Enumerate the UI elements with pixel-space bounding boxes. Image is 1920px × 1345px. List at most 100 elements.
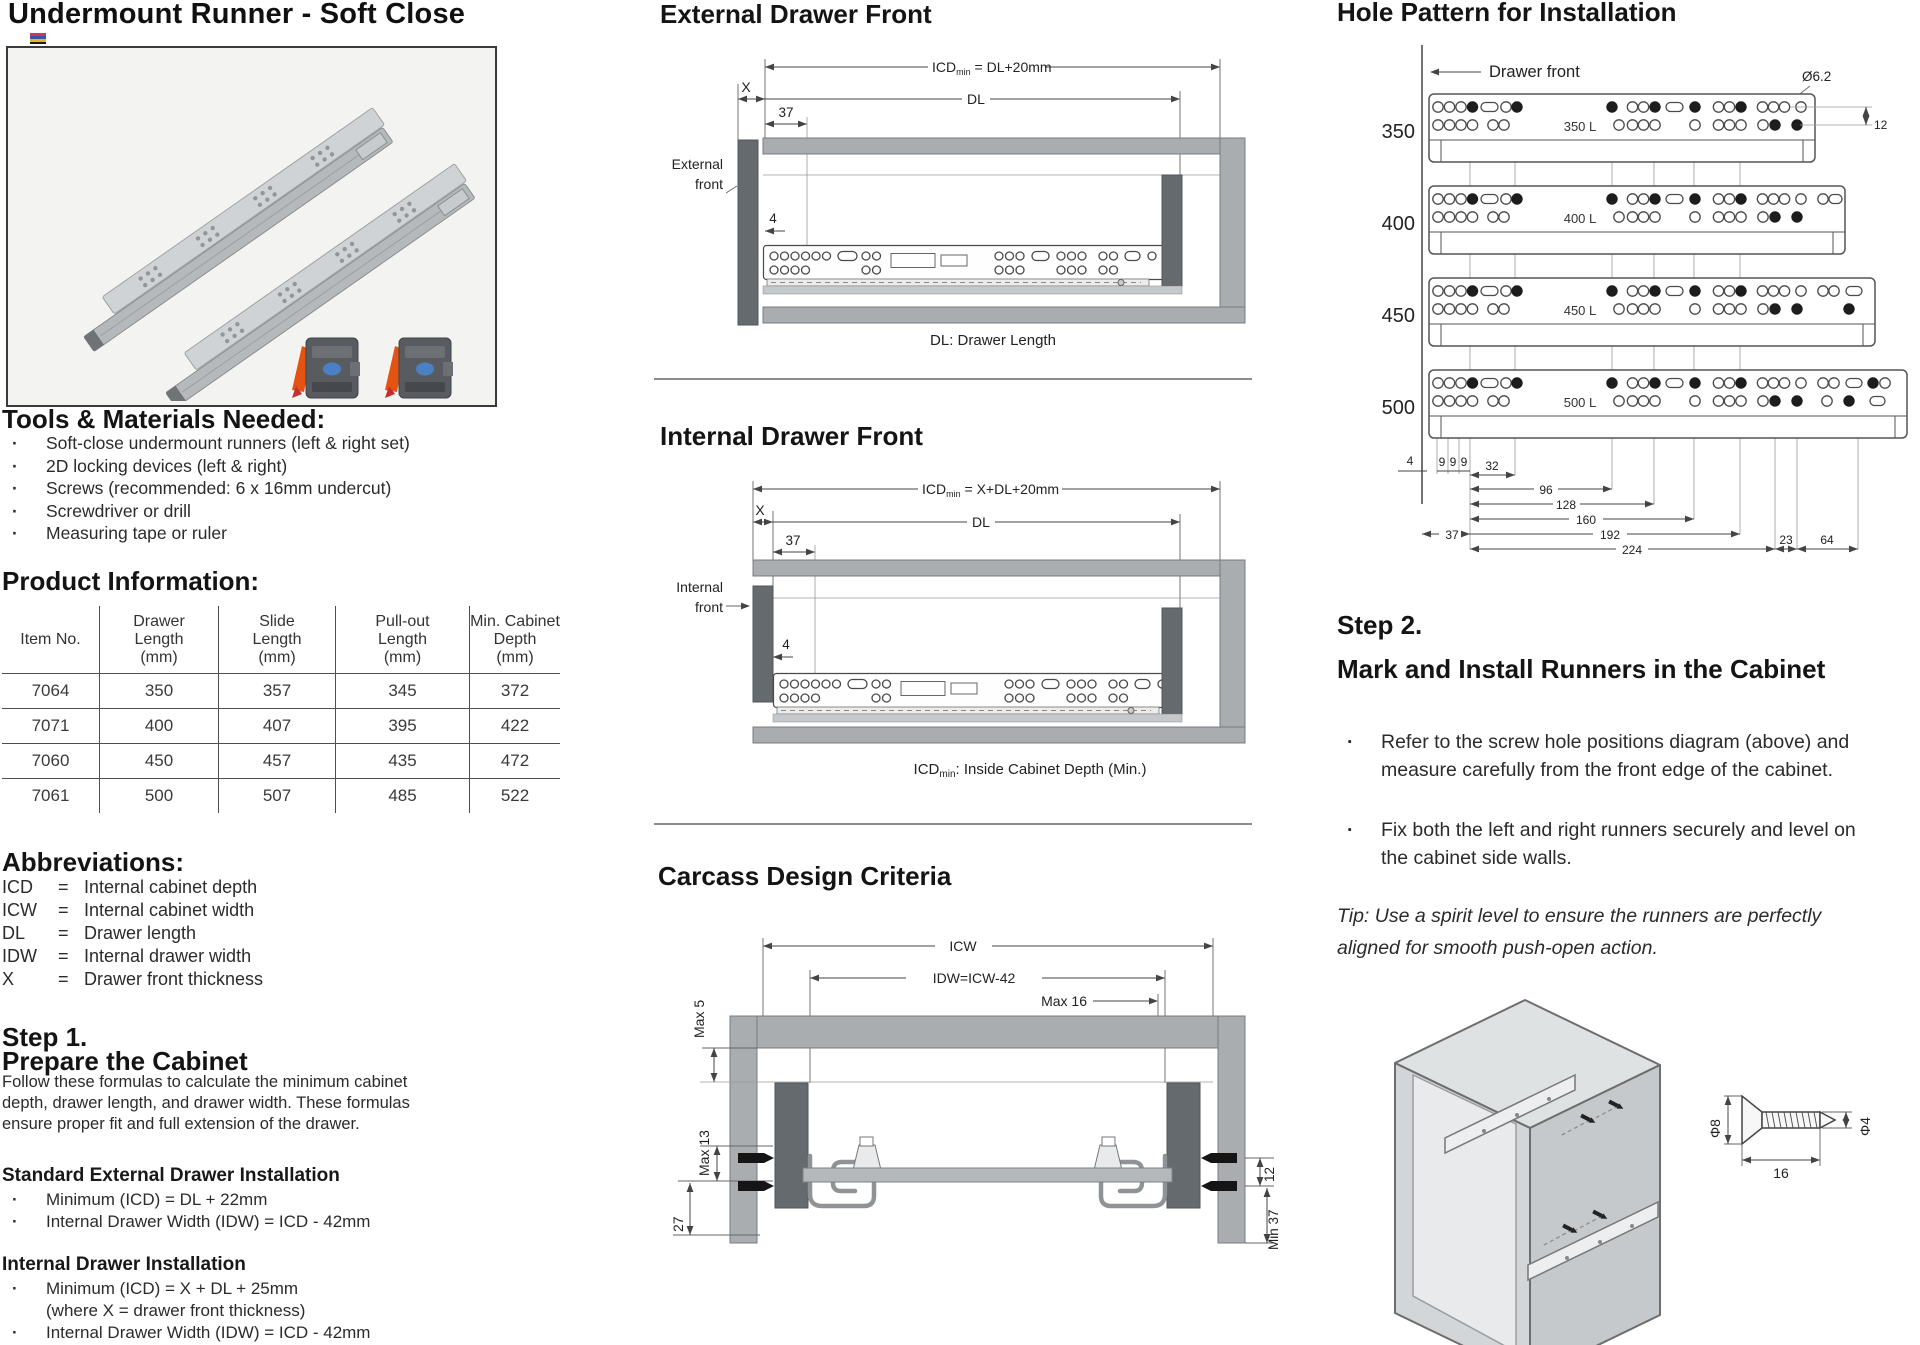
cabinet-bottom-panel bbox=[762, 306, 1246, 324]
internal-front-label: Internal front bbox=[676, 579, 750, 615]
svg-text:DL: DL bbox=[967, 91, 985, 107]
svg-text:X: X bbox=[755, 502, 765, 518]
table-header-cell: Item No. bbox=[20, 630, 81, 648]
external-drawer-front-diagram: ICDmin = DL+20mm X DL 37 External front bbox=[672, 59, 1246, 349]
svg-text:37: 37 bbox=[778, 105, 793, 120]
svg-text:16: 16 bbox=[1773, 1165, 1789, 1181]
dim-min37: Min 37 bbox=[1245, 1188, 1281, 1250]
drawer-back-panel bbox=[1161, 174, 1183, 287]
table-cell: 7060 bbox=[2, 743, 99, 778]
dim-x: X bbox=[737, 79, 765, 140]
cabinet-top-panel bbox=[752, 559, 1246, 577]
svg-text:192: 192 bbox=[1600, 528, 1620, 542]
external-drawer-front-heading: External Drawer Front bbox=[660, 0, 932, 29]
table-cell: 395 bbox=[335, 708, 469, 743]
drawer-length-caption: DL: Drawer Length bbox=[930, 332, 1056, 349]
cabinet-left-wall bbox=[729, 1015, 758, 1244]
dim-4: 4 bbox=[773, 637, 793, 661]
step2-item: Fix both the left and right runners secu… bbox=[1337, 816, 1857, 872]
svg-text:37: 37 bbox=[785, 533, 800, 548]
external-install-heading: Standard External Drawer Installation bbox=[2, 1165, 340, 1186]
size-label: 400 bbox=[1382, 213, 1415, 235]
dim-37: 37 bbox=[765, 105, 808, 250]
carcass-diagram: ICW IDW=ICW-42 Max 16 Max 5 Max 13 bbox=[670, 938, 1281, 1250]
equals-sign: = bbox=[58, 900, 69, 920]
cabinet-back-panel bbox=[1219, 559, 1246, 744]
drawer-side-right bbox=[1166, 1082, 1201, 1209]
tools-list: Soft-close undermount runners (left & ri… bbox=[2, 432, 492, 545]
svg-text:4: 4 bbox=[1407, 454, 1414, 468]
step1-subtitle: Prepare the Cabinet bbox=[2, 1046, 248, 1076]
table-cell: 500 bbox=[99, 778, 218, 813]
product-info-heading: Product Information: bbox=[2, 566, 260, 596]
icd-label: ICD bbox=[922, 481, 946, 497]
runner-side-view bbox=[762, 244, 1166, 287]
lock-device-left bbox=[291, 337, 361, 399]
runner-side-view bbox=[772, 672, 1176, 715]
svg-text:37: 37 bbox=[1445, 528, 1459, 542]
table-header-cell: Min. Cabinet Depth (mm) bbox=[469, 606, 560, 673]
internal-install-item: Minimum (ICD) = X + DL + 25mm bbox=[2, 1278, 482, 1300]
table-header-cell: Slide Length (mm) bbox=[218, 606, 335, 673]
svg-text:ICW: ICW bbox=[949, 938, 977, 954]
bar-label: 450 L bbox=[1564, 303, 1597, 318]
table-cell: 372 bbox=[469, 673, 560, 708]
svg-text:4: 4 bbox=[782, 637, 790, 652]
table-cell: 522 bbox=[469, 778, 560, 813]
table-cell: 345 bbox=[335, 673, 469, 708]
table-cell: 407 bbox=[218, 708, 335, 743]
floating-screw bbox=[1580, 1113, 1596, 1123]
drawer-bottom-panel bbox=[802, 1167, 1173, 1183]
abbreviations-list: ICD=Internal cabinet depth ICW=Internal … bbox=[2, 876, 263, 991]
abbr-def: Drawer length bbox=[84, 923, 197, 943]
external-install-list: Minimum (ICD) = DL + 22mm Internal Drawe… bbox=[2, 1189, 482, 1233]
internal-install-item-note: (where X = drawer front thickness) bbox=[46, 1301, 306, 1320]
section-divider bbox=[654, 823, 1252, 825]
svg-text:23: 23 bbox=[1779, 533, 1793, 547]
icd-eq: = DL+20mm bbox=[971, 59, 1052, 75]
product-photo bbox=[6, 46, 497, 408]
dim-12: 12 bbox=[1245, 1157, 1277, 1187]
svg-text:12: 12 bbox=[1262, 1167, 1277, 1182]
abbreviation-row: DL=Drawer length bbox=[2, 922, 263, 945]
drawer-side-left bbox=[774, 1082, 809, 1209]
svg-text:front: front bbox=[695, 176, 723, 192]
tools-item: Screwdriver or drill bbox=[2, 500, 492, 523]
abbr-key: ICW bbox=[2, 900, 37, 920]
svg-text:Internal: Internal bbox=[676, 579, 723, 595]
table-cell: 400 bbox=[99, 708, 218, 743]
svg-text:Min 37: Min 37 bbox=[1266, 1209, 1281, 1250]
svg-text:X: X bbox=[741, 79, 751, 95]
svg-text:DL: DL bbox=[972, 514, 990, 530]
svg-text:Drawer front: Drawer front bbox=[1489, 63, 1580, 81]
step2-tip: Tip: Use a spirit level to ensure the ru… bbox=[1337, 905, 1822, 959]
abbreviations-heading: Abbreviations: bbox=[2, 847, 185, 877]
drawer-bottom-panel bbox=[762, 285, 1183, 295]
table-cell: 435 bbox=[335, 743, 469, 778]
table-cell: 457 bbox=[218, 743, 335, 778]
cabinet-back-panel bbox=[1219, 137, 1246, 324]
lock-device-right bbox=[384, 337, 454, 399]
abbr-key: DL bbox=[2, 923, 26, 943]
abbr-def: Drawer front thickness bbox=[84, 969, 264, 989]
svg-text:Φ4: Φ4 bbox=[1857, 1117, 1873, 1136]
internal-drawer-front-diagram: ICDmin = X+DL+20mm X DL 37 Internal fron… bbox=[676, 481, 1246, 780]
mounting-screws-left bbox=[738, 1153, 774, 1191]
step1-body: Follow these formulas to calculate the m… bbox=[2, 1073, 410, 1133]
screw-d4-dim: Φ4 bbox=[1822, 1111, 1873, 1136]
screw-d8-dim: Φ8 bbox=[1707, 1095, 1742, 1145]
step2-subtitle: Mark and Install Runners in the Cabinet bbox=[1337, 654, 1826, 684]
runner-bar-500: 500 500 L bbox=[1382, 369, 1908, 439]
floating-screw bbox=[1592, 1209, 1608, 1219]
drawer-bottom-panel bbox=[772, 713, 1183, 723]
svg-text:128: 128 bbox=[1556, 498, 1576, 512]
cabinet-top-rail bbox=[729, 1015, 1246, 1049]
runner-left-iso bbox=[1444, 1073, 1576, 1155]
section-divider bbox=[654, 378, 1252, 380]
svg-text:Max 16: Max 16 bbox=[1041, 993, 1087, 1009]
page-title: Undermount Runner - Soft Close bbox=[8, 0, 466, 30]
svg-text:64: 64 bbox=[1820, 533, 1834, 547]
table-cell: 7071 bbox=[2, 708, 99, 743]
svg-text:front: front bbox=[695, 599, 723, 615]
